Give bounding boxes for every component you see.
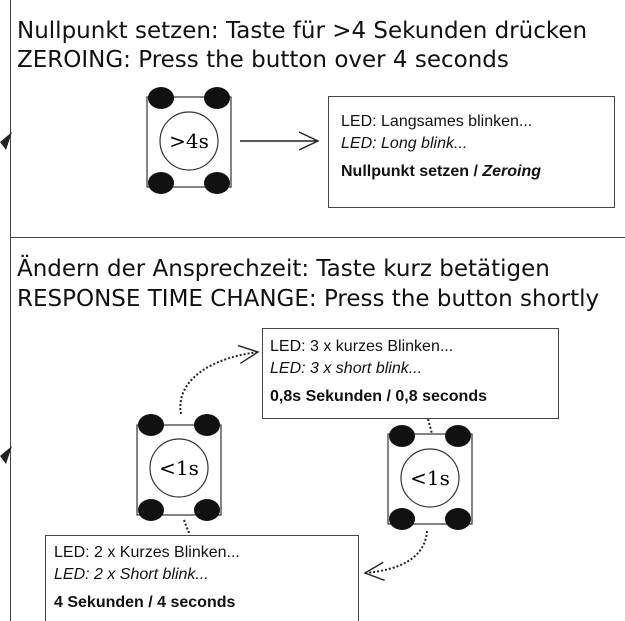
fast-response-led-box: LED: 3 x kurzes Blinken... LED: 3 x shor… xyxy=(262,328,559,419)
edge-arrow-bottom-icon xyxy=(0,446,12,464)
response-heading-en: RESPONSE TIME CHANGE: Press the button s… xyxy=(17,286,600,312)
slow-led-line-en: LED: 2 x Short blink... xyxy=(54,566,209,583)
zeroing-result: Nullpunkt setzen / Zeroing xyxy=(341,161,602,183)
zeroing-led-line-de: LED: Langsames blinken... xyxy=(341,113,533,130)
left-border xyxy=(10,0,11,621)
fast-response-result: 0,8s Sekunden / 0,8 seconds xyxy=(270,388,487,405)
connector-right-top-icon xyxy=(427,418,433,435)
response-button-left-label: <1s xyxy=(159,456,199,480)
response-button-left-icon: <1s xyxy=(136,414,222,521)
zeroing-heading-en: ZEROING: Press the button over 4 seconds xyxy=(17,47,509,73)
fast-led-line-en: LED: 3 x short blink... xyxy=(270,360,423,377)
section-divider xyxy=(10,237,625,238)
response-heading-de: Ändern der Ansprechzeit: Taste kurz betä… xyxy=(17,256,550,282)
fast-led-line-de: LED: 3 x kurzes Blinken... xyxy=(270,338,454,355)
connector-left-bottom-icon xyxy=(183,519,191,536)
zeroing-result-de: Nullpunkt setzen / xyxy=(341,163,483,180)
zeroing-button-icon: >4s xyxy=(146,87,232,194)
response-button-right-icon: <1s xyxy=(387,425,473,530)
slow-led-line-de: LED: 2 x Kurzes Blinken... xyxy=(54,544,240,561)
cycle-arrow-up-icon xyxy=(179,344,260,415)
zeroing-led-box: LED: Langsames blinken... LED: Long blin… xyxy=(328,96,615,208)
slow-response-led-box: LED: 2 x Kurzes Blinken... LED: 2 x Shor… xyxy=(45,535,359,621)
zeroing-button-label: >4s xyxy=(169,129,209,153)
zeroing-result-en: Zeroing xyxy=(482,163,542,180)
response-button-right-label: <1s xyxy=(410,466,450,490)
edge-arrow-top-icon xyxy=(0,132,12,150)
slow-response-result: 4 Sekunden / 4 seconds xyxy=(54,594,236,611)
cycle-arrow-down-icon xyxy=(363,530,428,581)
zeroing-heading-de: Nullpunkt setzen: Taste für >4 Sekunden … xyxy=(17,18,588,44)
zeroing-led-line-en: LED: Long blink... xyxy=(341,135,468,152)
